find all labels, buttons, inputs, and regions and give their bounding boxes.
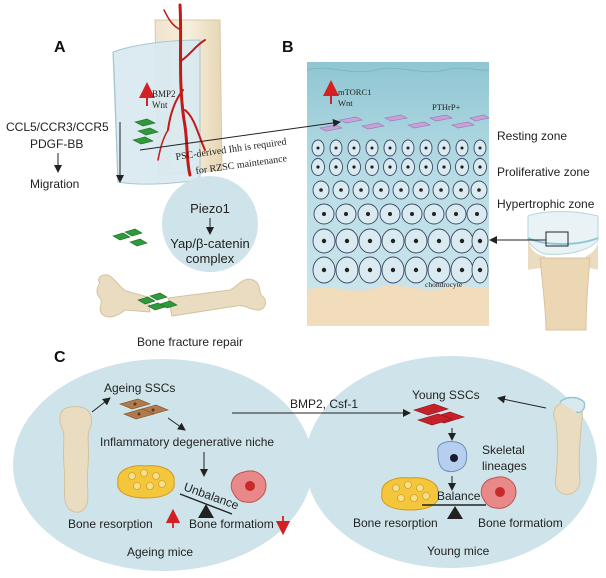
bone-end-icon	[527, 211, 599, 331]
hypertrophic-zone-label: Hypertrophic zone	[497, 197, 595, 211]
fractured-bone-icon	[96, 274, 266, 318]
bone-resorption-left-label: Bone resorption	[68, 517, 153, 531]
long-bone-diaphysis	[112, 19, 223, 185]
skeletal-lineages-line2: lineages	[482, 459, 527, 473]
ageing-sscs-label: Ageing SSCs	[104, 381, 175, 395]
periosteal-stem-cells	[132, 118, 159, 145]
bone-formation-left-label: Bone formatiom	[189, 517, 274, 531]
mtorc1-label: mTORC1	[338, 87, 371, 97]
proliferative-zone-label: Proliferative zone	[497, 165, 590, 179]
hypertrophic-nuclei	[321, 212, 483, 273]
ageing-bone-icon	[59, 406, 93, 513]
panel-label-a: A	[54, 39, 66, 56]
prehypertrophic-nuclei	[319, 188, 481, 192]
ihh-arrow-icon	[139, 119, 341, 151]
fracture-site-cells	[137, 292, 178, 311]
wnt-label: Wnt	[152, 100, 168, 110]
young-sscs-label: Young SSCs	[412, 388, 480, 402]
bone-formation-right-label: Bone formatiom	[478, 516, 563, 530]
osteoblast-right-icon	[480, 476, 517, 509]
balance-label: Balance	[437, 489, 481, 503]
young-ssc-cells	[413, 403, 465, 426]
panel-label-c: C	[54, 349, 66, 366]
complex-label: complex	[186, 251, 235, 266]
blood-vessel-icon	[157, 3, 206, 177]
migration-label: Migration	[30, 177, 79, 191]
progenitor-cell-icon	[437, 441, 468, 473]
ageing-bone-arrow-icon	[91, 397, 111, 413]
bmp2-csf1-label: BMP2, Csf-1	[290, 397, 358, 411]
young-bone-icon	[553, 396, 586, 495]
yap-beta-catenin-label: Yap/β-catenin	[170, 236, 250, 251]
pthrp-label: PTHrP+	[432, 102, 461, 112]
ageing-ssc-nuclei	[133, 402, 155, 416]
panel-label-b: B	[282, 39, 294, 56]
piezo1-label: Piezo1	[190, 201, 230, 216]
ccl5-ccr-label: CCL5/CCR3/CCR5	[6, 120, 109, 134]
wnt-b-label: Wnt	[338, 98, 353, 108]
osteoclast-icon	[117, 465, 175, 499]
bone-resorption-right-label: Bone resorption	[353, 516, 438, 530]
skeletal-lineages-line1: Skeletal	[482, 443, 525, 457]
migrating-stem-cells	[112, 228, 148, 247]
young-bone-arrow-icon	[497, 395, 547, 409]
inflammatory-niche-label: Inflammatory degenerative niche	[100, 435, 274, 449]
bmp2-label: BMP2	[152, 89, 176, 99]
unbalance-fulcrum-icon	[198, 504, 214, 518]
osteoclast-right-icon	[381, 477, 439, 511]
chondrocyte-label: chondrocyte	[425, 280, 463, 289]
osteoblast-icon	[230, 470, 267, 503]
pdgf-bb-label: PDGF-BB	[30, 137, 83, 151]
niche-arrow-icon	[167, 417, 186, 431]
ageing-mice-label: Ageing mice	[127, 545, 193, 559]
resting-zone-label: Resting zone	[497, 129, 567, 143]
bone-fracture-repair-label: Bone fracture repair	[137, 335, 243, 349]
proliferative-nuclei	[316, 146, 482, 169]
young-mice-label: Young mice	[427, 544, 490, 558]
balance-fulcrum-icon	[447, 506, 463, 519]
